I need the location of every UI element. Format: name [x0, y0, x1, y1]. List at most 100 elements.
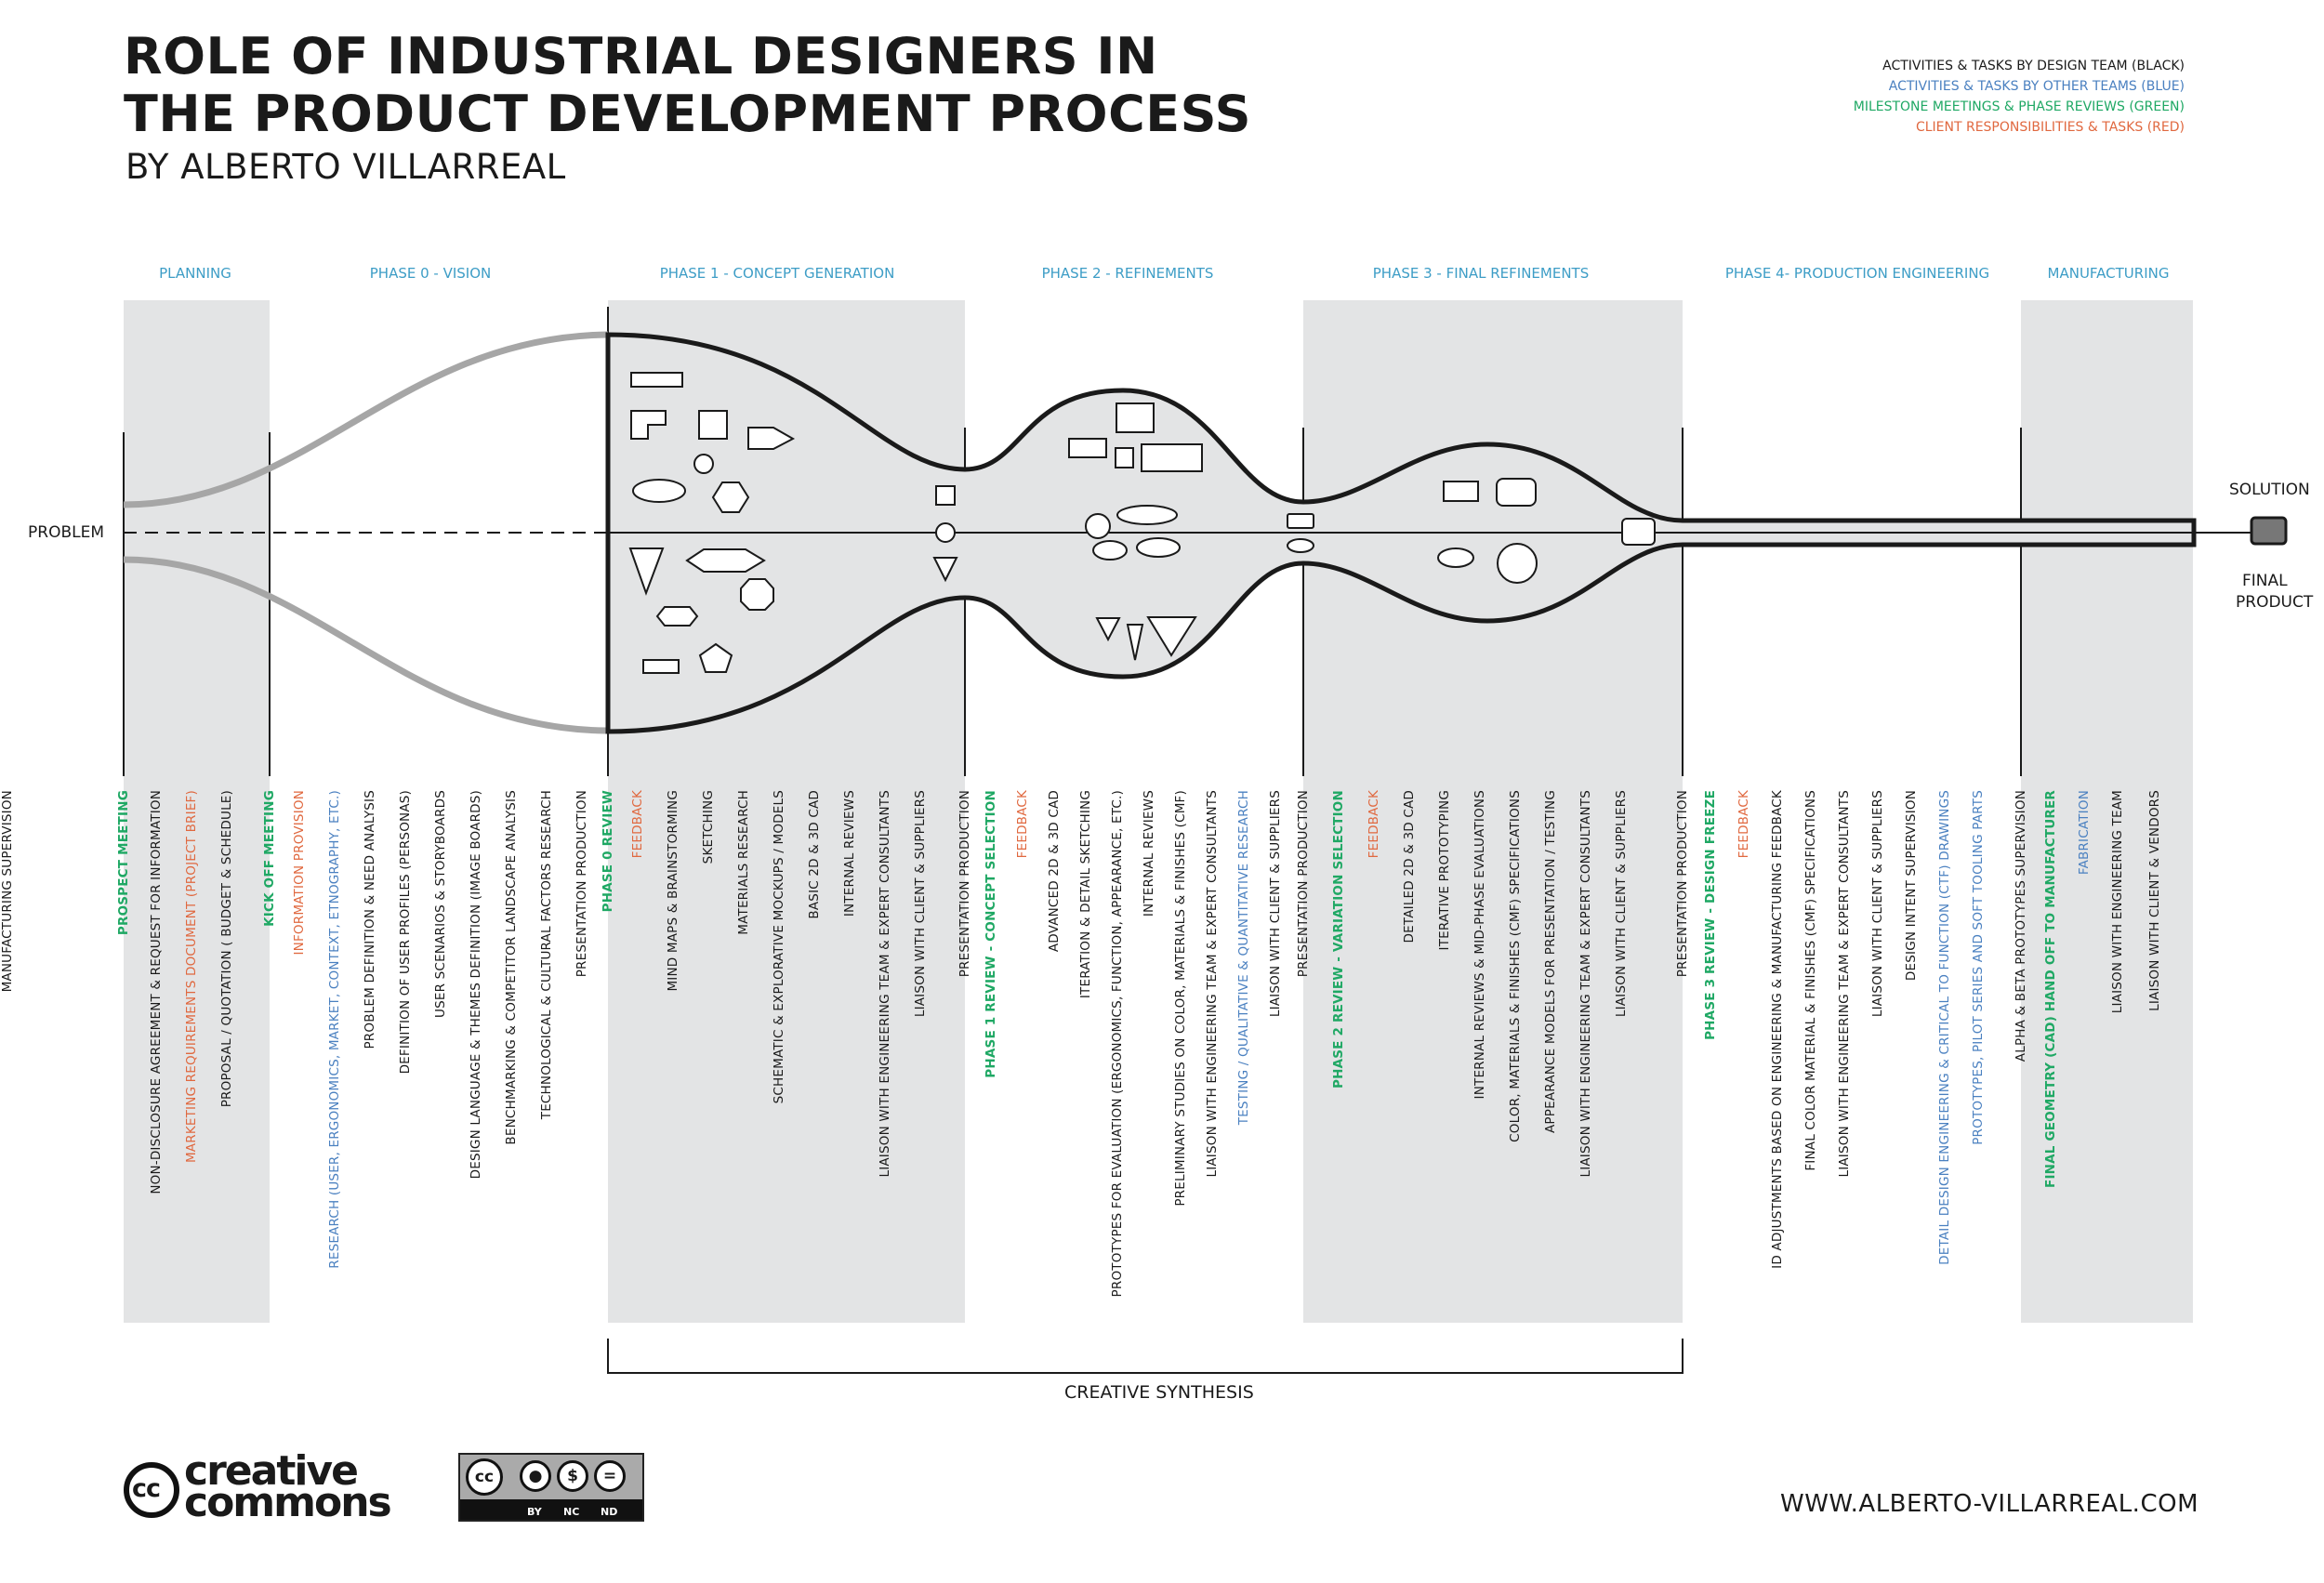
task-label: LIAISON WITH ENGINEERING TEAM & EXPERT C… — [1837, 790, 1852, 1178]
variation-rect — [1287, 513, 1314, 529]
refine-rect-d — [1141, 443, 1203, 472]
cc-circle-mark: cc — [132, 1474, 161, 1503]
task-label: FABRICATION — [2077, 790, 2092, 876]
task-label: PROBLEM DEFINITION & NEED ANALYSIS — [363, 790, 377, 1049]
task-label: MANUFACTURING SUPERVISION — [0, 790, 15, 993]
task-label: INFORMATION PROVISION — [292, 790, 307, 956]
task-label: RESEARCH (USER, ERGONOMICS, MARKET, CONT… — [327, 790, 342, 1269]
cc-word-creative: creative — [184, 1447, 359, 1495]
task-label: LIAISON WITH CLIENT & SUPPLIERS — [1870, 790, 1885, 1018]
task-label: LIAISON WITH ENGINEERING TEAM & EXPERT C… — [1205, 790, 1220, 1178]
task-label: FEEDBACK — [1367, 790, 1381, 859]
shape-rect-wide — [630, 372, 683, 388]
task-label: PRELIMINARY STUDIES ON COLOR, MATERIALS … — [1173, 790, 1188, 1207]
website-link[interactable]: WWW.ALBERTO-VILLARREAL.COM — [1780, 1490, 2199, 1518]
final-ellipse — [1437, 547, 1474, 568]
task-label: BENCHMARKING & COMPETITOR LANDSCAPE ANAL… — [504, 790, 519, 1145]
task-label: ITERATIVE PROTOTYPING — [1437, 790, 1452, 951]
shape-ellipse — [632, 479, 686, 503]
legend-milestones: MILESTONE MEETINGS & PHASE REVIEWS (GREE… — [1853, 99, 2185, 114]
title-line-2: THE PRODUCT DEVELOPMENT PROCESS — [124, 85, 1251, 143]
task-label: LIAISON WITH ENGINEERING TEAM — [2110, 790, 2125, 1014]
concept-idea-shapes — [628, 372, 958, 674]
phase-concept-generation: PHASE 1 - CONCEPT GENERATION — [659, 265, 895, 282]
shape-pentagon — [698, 642, 733, 673]
subtitle: BY ALBERTO VILLARREAL — [125, 147, 566, 187]
attribution-icon: ● — [520, 1460, 551, 1492]
task-label: MATERIALS RESEARCH — [736, 790, 751, 935]
task-label: LIAISON WITH ENGINEERING TEAM & EXPERT C… — [878, 790, 892, 1178]
task-label: KICK OFF MEETING — [262, 790, 277, 927]
final-refinement-shapes — [1437, 478, 1656, 584]
solution-product-box — [2250, 516, 2288, 546]
task-label: ALPHA & BETA PROTOTYPES SUPERVISION — [2014, 790, 2028, 1062]
shape-l-block — [630, 410, 667, 440]
task-label: LIAISON WITH CLIENT & SUPPLIERS — [913, 790, 928, 1018]
band-planning — [124, 300, 270, 1323]
refine-ellipse-a — [1116, 505, 1178, 525]
legend-other-teams: ACTIVITIES & TASKS BY OTHER TEAMS (BLUE) — [1888, 79, 2185, 94]
task-label: ID ADJUSTMENTS BASED ON ENGINEERING & MA… — [1770, 790, 1785, 1269]
final-rounded-rect — [1496, 478, 1537, 507]
final-circle — [1497, 543, 1538, 584]
task-label: ADVANCED 2D & 3D CAD — [1047, 790, 1062, 953]
task-label: DETAIL DESIGN ENGINEERING & CRITICAL TO … — [1937, 790, 1952, 1265]
task-label: DESIGN INTENT SUPERVISION — [1904, 790, 1919, 982]
task-label: NON-DISCLOSURE AGREEMENT & REQUEST FOR I… — [149, 790, 164, 1194]
badge-cc-icon: cc — [466, 1458, 503, 1496]
badge-nc: NC — [563, 1506, 580, 1518]
shape-hexagon — [711, 481, 750, 513]
task-label: PROTOTYPES, PILOT SERIES AND SOFT TOOLIN… — [1971, 790, 1986, 1145]
task-label: PHASE 2 REVIEW - VARIATION SELECTION — [1331, 790, 1346, 1088]
task-label: LIAISON WITH CLIENT & SUPPLIERS — [1614, 790, 1629, 1018]
task-label: TECHNOLOGICAL & CULTURAL FACTORS RESEARC… — [539, 790, 554, 1120]
refinement-shapes — [1068, 402, 1314, 661]
badge-label-bar: BY NC ND — [460, 1499, 642, 1520]
cc-circle-icon — [124, 1462, 179, 1518]
task-label: BASIC 2D & 3D CAD — [807, 790, 822, 919]
phase-vision: PHASE 0 - VISION — [369, 265, 492, 282]
refine-rect-a — [1116, 402, 1155, 433]
shape-octagon — [740, 578, 774, 611]
refine-triangle-b — [1126, 624, 1144, 661]
shape-triangle-down — [628, 547, 665, 596]
refine-ellipse-b — [1092, 540, 1128, 561]
variation-ellipse — [1287, 538, 1314, 553]
non-commercial-icon: $ — [557, 1460, 588, 1492]
task-label: APPEARANCE MODELS FOR PRESENTATION / TES… — [1543, 790, 1558, 1133]
shape-selected-square — [935, 485, 956, 506]
creative-commons-logo: cc creative commons — [124, 1447, 403, 1526]
task-label: FINAL COLOR MATERIAL & FINISHES (CMF) SP… — [1803, 790, 1818, 1171]
task-label: PHASE 3 REVIEW - DESIGN FREEZE — [1703, 790, 1718, 1040]
badge-nd: ND — [601, 1506, 618, 1518]
no-derivatives-icon: = — [594, 1460, 626, 1492]
refine-triangle-c — [1146, 616, 1197, 657]
task-label: PRESENTATION PRODUCTION — [1675, 790, 1690, 978]
task-label: INTERNAL REVIEWS & MID-PHASE EVALUATIONS — [1472, 790, 1487, 1100]
vision-funnel-lower — [123, 556, 609, 734]
final-rect — [1443, 481, 1479, 502]
cc-word-commons: commons — [184, 1479, 392, 1526]
page-title: ROLE OF INDUSTRIAL DESIGNERS IN THE PROD… — [124, 28, 1251, 143]
task-label: USER SCENARIOS & STORYBOARDS — [433, 790, 448, 1018]
task-label: FEEDBACK — [630, 790, 645, 859]
band-manufacturing — [2021, 300, 2193, 1323]
refine-rect-c — [1115, 447, 1134, 468]
task-label: PRESENTATION PRODUCTION — [574, 790, 589, 978]
task-label: INTERNAL REVIEWS — [842, 790, 857, 917]
creative-synthesis-label: CREATIVE SYNTHESIS — [1064, 1382, 1254, 1403]
task-label: PROTOTYPES FOR EVALUATION (ERGONOMICS, F… — [1110, 790, 1125, 1298]
phase-planning: PLANNING — [159, 265, 231, 282]
shape-small-rect — [642, 659, 680, 674]
vision-funnel-upper — [123, 331, 609, 508]
shape-arrow-pentagon — [747, 427, 796, 450]
color-legend: ACTIVITIES & TASKS BY DESIGN TEAM (BLACK… — [1854, 56, 2185, 138]
task-label: INTERNAL REVIEWS — [1142, 790, 1156, 917]
cc-license-badge[interactable]: cc ● $ = BY NC ND — [458, 1453, 644, 1522]
final-product-label-2: PRODUCT — [2236, 593, 2314, 612]
task-label: PRESENTATION PRODUCTION — [1296, 790, 1311, 978]
task-label: ITERATION & DETAIL SKETCHING — [1078, 790, 1093, 999]
legend-client: CLIENT RESPONSIBILITIES & TASKS (RED) — [1915, 120, 2185, 135]
final-product-label-1: FINAL — [2242, 572, 2288, 590]
